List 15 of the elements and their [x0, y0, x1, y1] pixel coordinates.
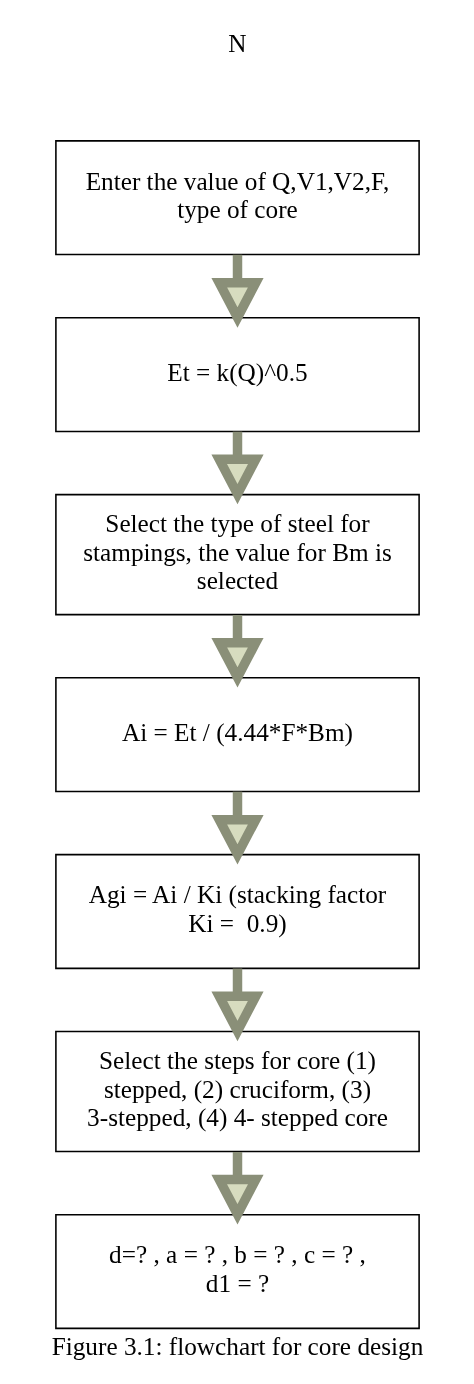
arrow [210, 254, 264, 328]
node-box: Et = k(Q)^0.5 [54, 316, 420, 433]
arrow [210, 1152, 264, 1225]
arrow [210, 431, 264, 505]
label: N [227, 29, 247, 58]
caption: Figure 3.1: flowchart for core design [51, 1331, 423, 1360]
node-box: Agi = Ai / Ki (stacking factor Ki = 0.9) [54, 853, 420, 970]
node-box: Ai = Et / (4.44*F*Bm) [54, 677, 420, 793]
node-box: Select the steps for core (1) stepped, (2) cruciform, (3) 3-stepped, (4) 4- stepped core [54, 1030, 420, 1153]
node-box: Enter the value of Q,V1,V2,F, type of core [54, 140, 420, 256]
arrow [210, 968, 264, 1042]
node-box: Select the type of steel for stampings, the value for Bm is selected [54, 493, 420, 616]
arrow [210, 615, 264, 688]
node-box: d=? , a = ? , b = ? , c = ? , d1 = ? [54, 1213, 420, 1330]
arrow [210, 791, 264, 865]
